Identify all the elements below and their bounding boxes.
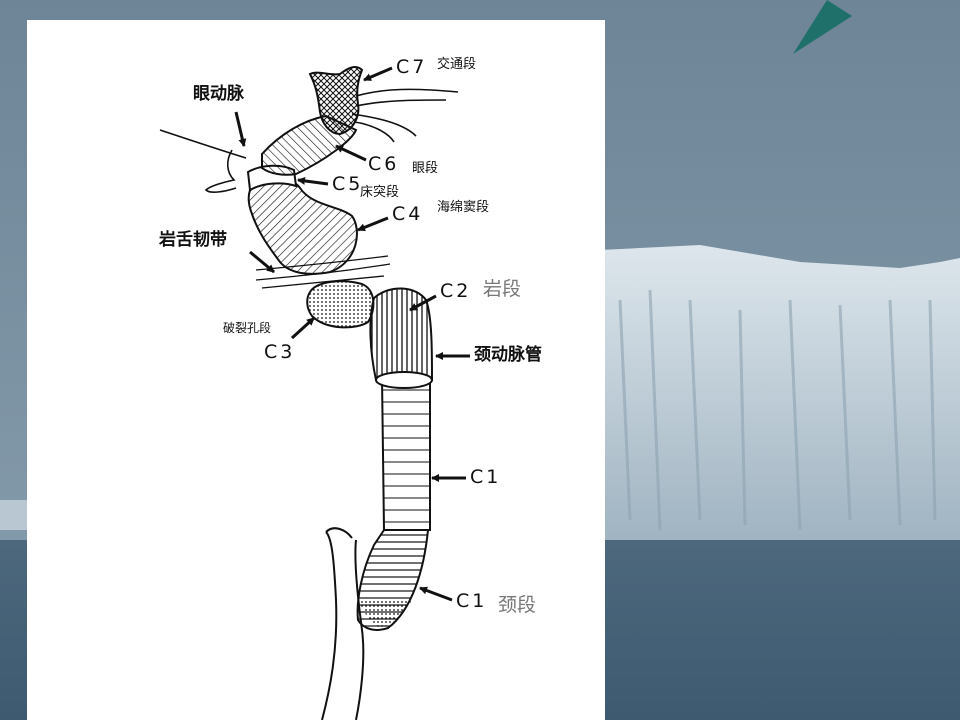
arrow-c5 — [297, 176, 329, 186]
arrow-petrolingual — [249, 250, 275, 274]
label-lacerum-segment: 破裂孔段 — [223, 321, 272, 335]
label-c1-lower: C1 — [456, 590, 488, 612]
segment-c1-upper — [380, 377, 431, 531]
segment-c4-cavernous — [247, 177, 358, 275]
arrow-c7 — [363, 66, 393, 82]
arrow-c6 — [335, 144, 367, 162]
label-ophthalmic-artery: 眼动脉 — [193, 84, 244, 104]
glacier-shadows — [618, 289, 937, 531]
common-carotid-vessel — [321, 531, 365, 720]
label-c4-name: 海绵窦段 — [437, 200, 490, 215]
c7-branches — [351, 88, 459, 143]
label-c6-name: 眼段 — [412, 161, 439, 176]
left-ice-sliver — [0, 500, 28, 530]
label-c2: C2 — [440, 280, 472, 302]
label-petrolingual-ligament: 岩舌韧带 — [159, 230, 227, 250]
arrow-c2 — [409, 294, 437, 312]
label-cervical-segment: 颈段 — [498, 594, 537, 616]
segment-c1-lower-dots — [358, 600, 412, 628]
vessel-bifurcation — [325, 527, 353, 539]
label-carotid-canal: 颈动脉管 — [474, 345, 542, 365]
segment-c3-lacerum — [306, 280, 375, 329]
label-c5: C5 — [332, 173, 364, 195]
label-c2-name: 岩段 — [483, 278, 522, 300]
segment-c7-communicating — [308, 66, 364, 136]
label-c7: C7 — [396, 56, 428, 78]
arrow-c3 — [290, 316, 316, 340]
canal-opening — [375, 371, 433, 389]
label-c3: C3 — [264, 341, 296, 363]
arrow-ophthalmic — [234, 111, 247, 147]
label-c1-upper: C1 — [470, 466, 502, 488]
teal-triangle-decoration — [793, 0, 852, 54]
label-c4: C4 — [392, 203, 424, 225]
label-c5-name: 床突段 — [360, 185, 400, 200]
label-c6: C6 — [368, 153, 400, 175]
label-c7-name: 交通段 — [437, 57, 477, 72]
ophthalmic-branch — [159, 129, 247, 193]
arrow-c1-lower — [419, 586, 453, 602]
arrow-c4 — [357, 216, 389, 232]
